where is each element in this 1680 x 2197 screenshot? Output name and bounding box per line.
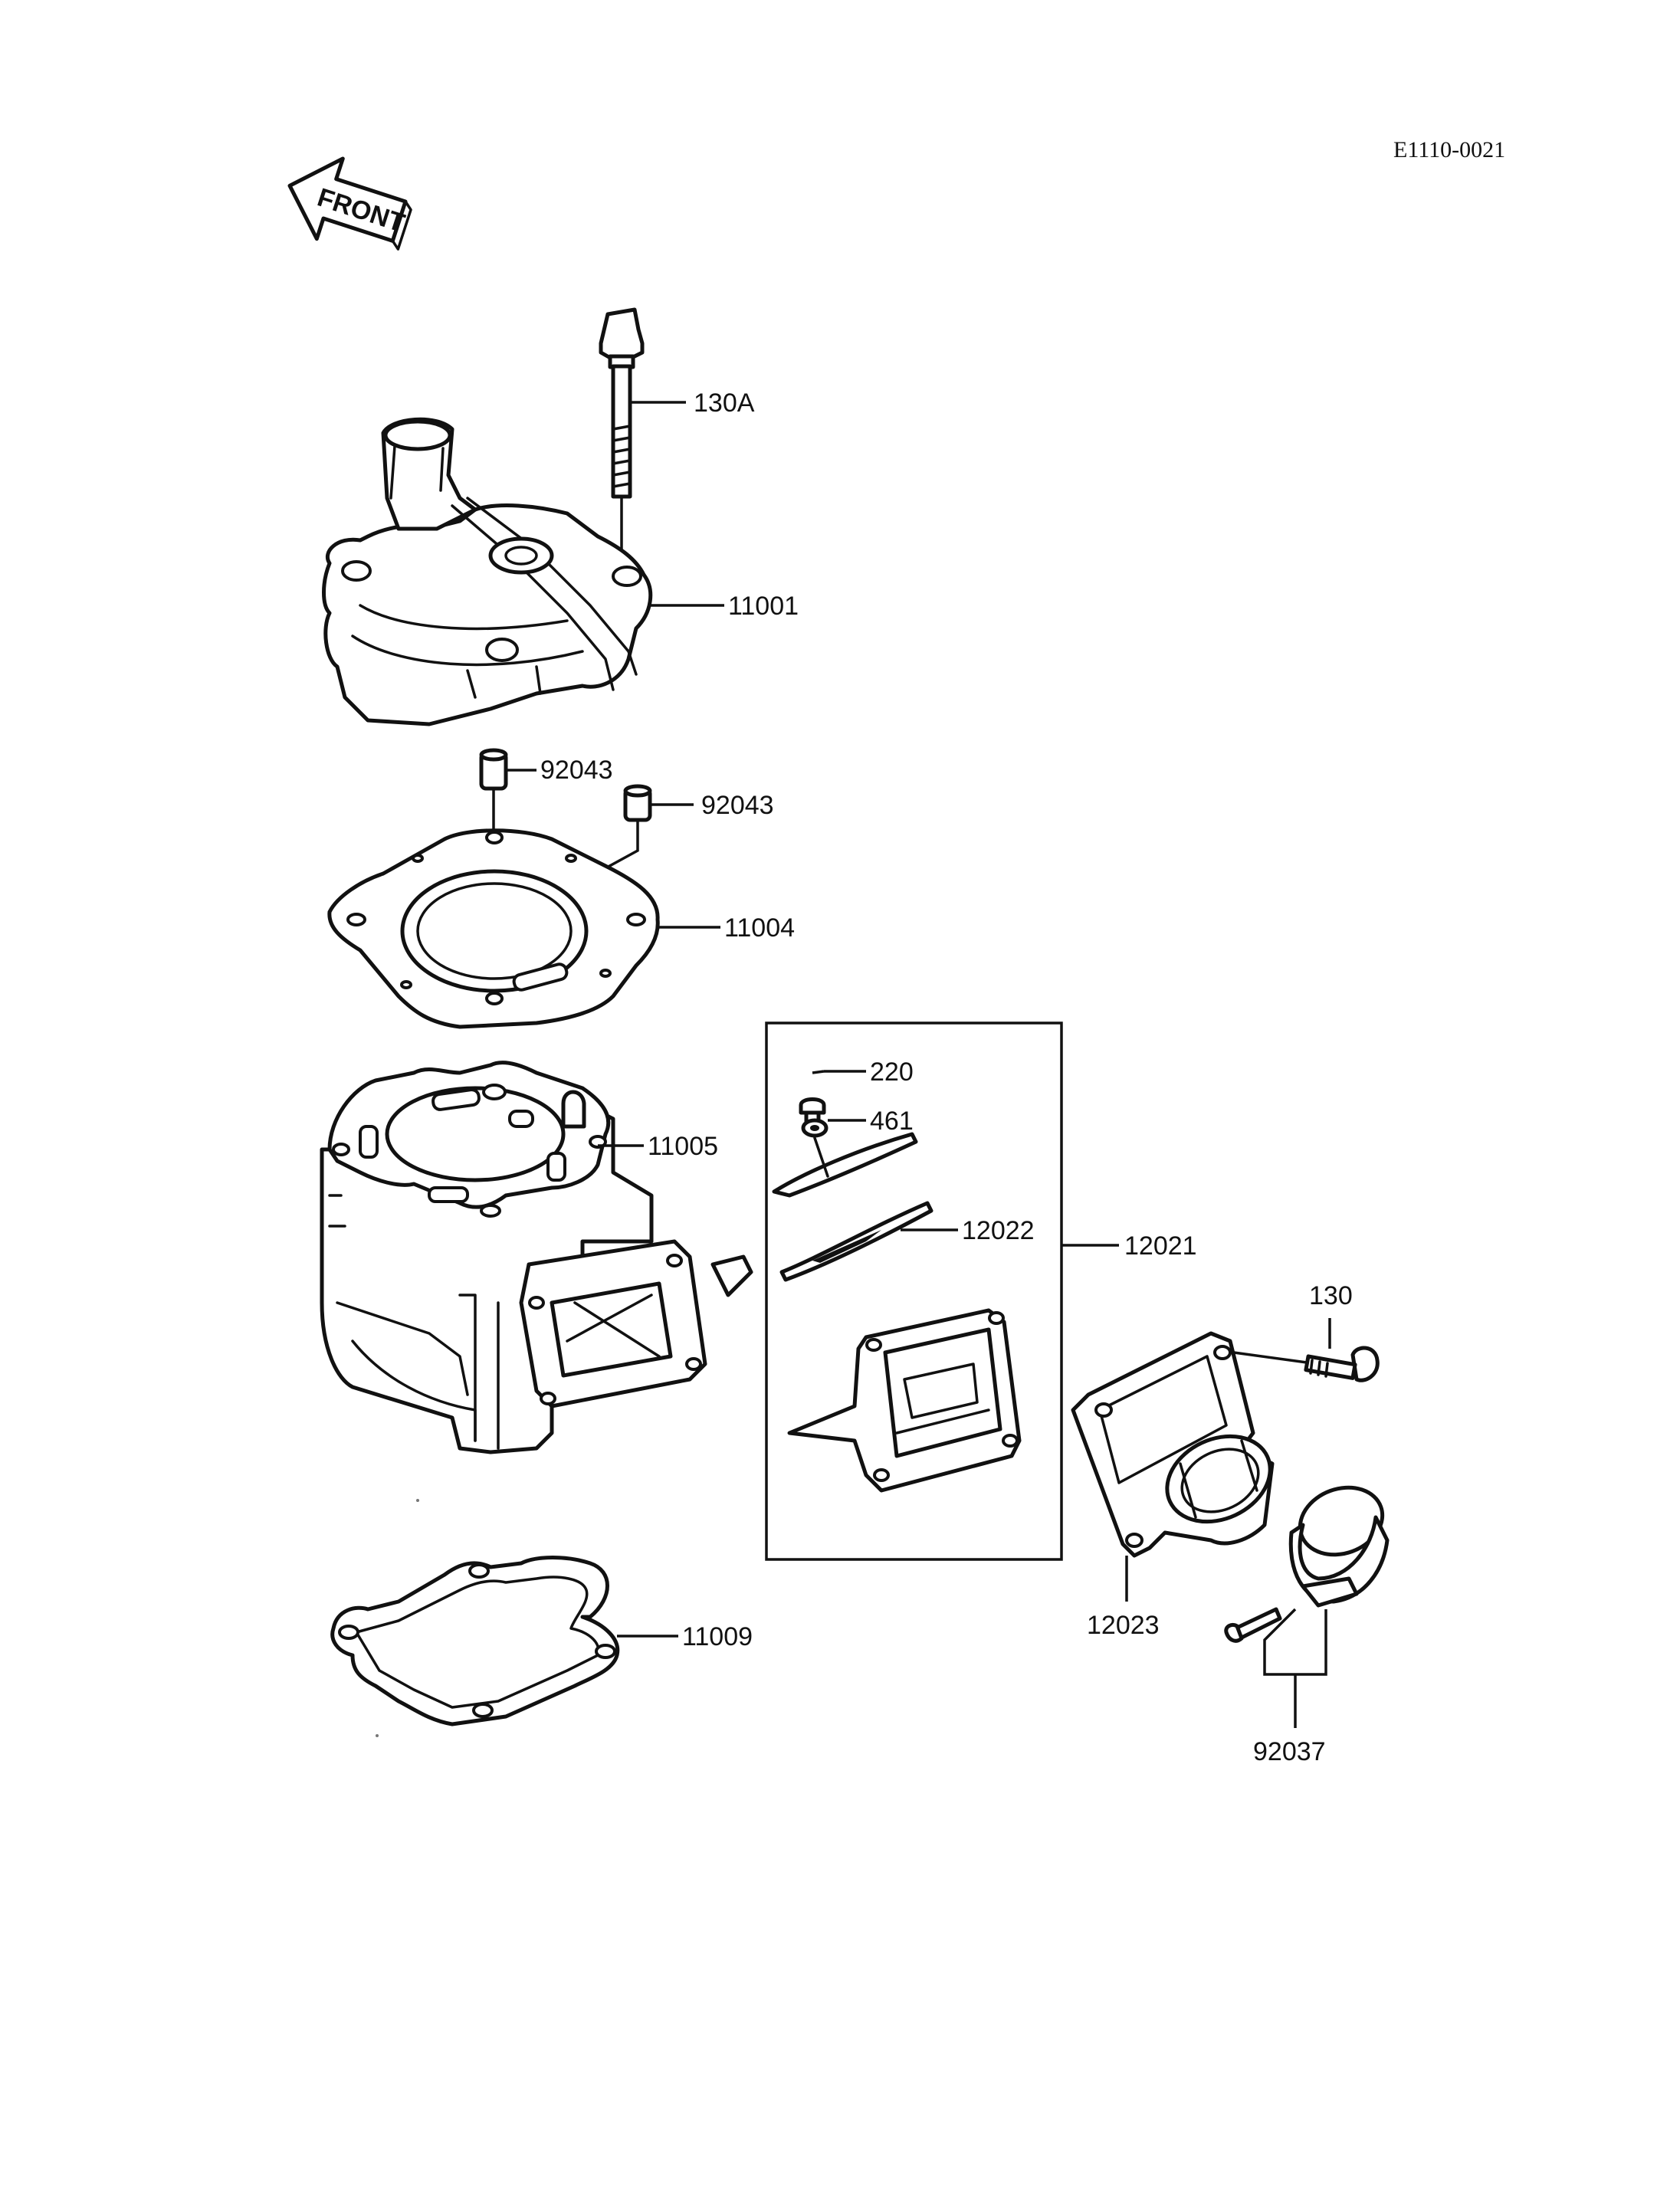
callout-92043-right: 92043 <box>701 791 774 820</box>
washer-461 <box>801 1118 866 1138</box>
reed-stopper-plate <box>772 1132 918 1198</box>
callout-11004: 11004 <box>724 913 795 943</box>
intake-manifold <box>1071 1331 1275 1602</box>
head-gasket <box>327 828 720 1029</box>
callout-92043-left: 92043 <box>540 756 613 785</box>
callout-130a: 130A <box>694 389 755 418</box>
cylinder-head <box>322 417 724 726</box>
callout-461: 461 <box>870 1107 914 1136</box>
front-arrow-icon: FRONT <box>287 156 412 251</box>
diagram-code: E1110-0021 <box>1393 137 1505 162</box>
callout-11001: 11001 <box>728 592 799 621</box>
clamp <box>1224 1485 1390 1728</box>
reed-block <box>787 1308 1022 1493</box>
reed-valve-box <box>765 1021 1119 1561</box>
callout-92037: 92037 <box>1253 1737 1326 1766</box>
dowel-pin-left <box>479 748 536 835</box>
base-gasket <box>330 1556 678 1726</box>
cylinder <box>320 1061 753 1454</box>
bolt-130a <box>599 307 686 563</box>
callout-220: 220 <box>870 1058 914 1087</box>
callout-12022: 12022 <box>962 1216 1035 1245</box>
reed-12022 <box>779 1201 958 1282</box>
speck <box>376 1734 379 1737</box>
speck <box>416 1499 419 1502</box>
bolt-130 <box>1233 1318 1380 1382</box>
callout-11005: 11005 <box>648 1132 718 1161</box>
callout-11009: 11009 <box>682 1622 753 1651</box>
callout-130: 130 <box>1309 1281 1353 1310</box>
callout-12021: 12021 <box>1124 1231 1197 1261</box>
callout-12023: 12023 <box>1087 1611 1160 1640</box>
